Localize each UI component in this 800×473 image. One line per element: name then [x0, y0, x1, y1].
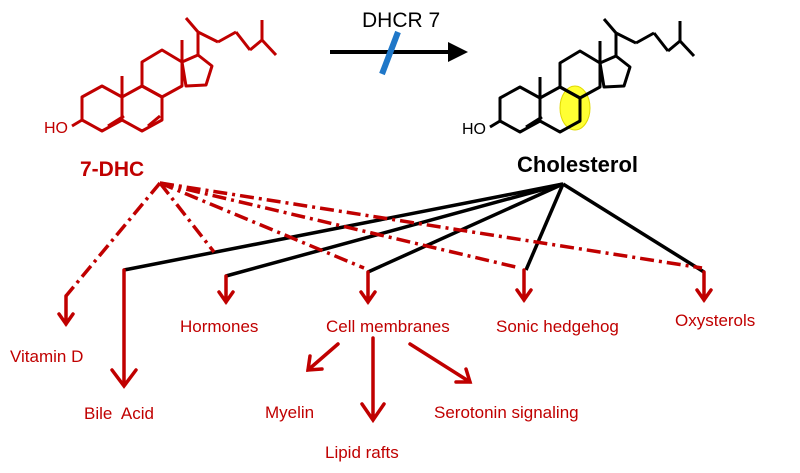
chol-line-hedgehog [524, 183, 565, 271]
enzyme-block-mark [379, 30, 401, 76]
cholesterol-structure [489, 18, 696, 134]
arrow-sonic-hedgehog [515, 268, 533, 304]
hormones-label: Hormones [180, 317, 258, 336]
dhc-line-hedgehog [159, 181, 521, 270]
cholesterol-label: Cholesterol [517, 152, 638, 177]
7dhc-pathways [64, 181, 703, 298]
enzyme-label: DHCR 7 [362, 9, 440, 32]
dhc-line-vitamin-d [64, 181, 162, 298]
chol-line-hormones [225, 182, 564, 278]
chol-line-bile-acid [123, 182, 564, 272]
7-dhc-label: 7-DHC [80, 158, 144, 181]
arrow-vitamin-d [57, 294, 75, 328]
sonic-hedgehog-label: Sonic hedgehog [496, 317, 619, 336]
arrow-hormones [217, 274, 235, 306]
chol-line-membranes [367, 182, 564, 274]
lipid-rafts-label: Lipid rafts [325, 443, 399, 462]
oxysterols-label: Oxysterols [675, 311, 755, 330]
arrow-bile-acid [110, 268, 138, 389]
vitamin-d-label: Vitamin D [10, 347, 83, 366]
cell-membranes-label: Cell membranes [326, 317, 450, 336]
7-dhc-oh-label: HO [44, 120, 68, 137]
bile-acid-label: Bile Acid [84, 404, 154, 423]
serotonin-signaling-label: Serotonin signaling [434, 403, 579, 422]
arrow-serotonin [408, 342, 473, 384]
myelin-label: Myelin [265, 403, 314, 422]
cholesterol-oh-label: HO [462, 121, 486, 138]
dhc-line-membranes [159, 181, 365, 270]
cholesterol-pathways [123, 182, 705, 278]
arrow-lipid-rafts [360, 336, 386, 424]
arrow-cell-membranes [359, 270, 377, 306]
target-arrows [57, 268, 713, 424]
7-dhc-structure [71, 17, 278, 133]
arrow-oxysterols [695, 270, 713, 304]
arrow-myelin [305, 342, 340, 372]
chol-line-oxysterols [562, 182, 705, 274]
dhc-line-oxysterols [159, 181, 703, 270]
dhc-line-hormones [158, 181, 216, 254]
